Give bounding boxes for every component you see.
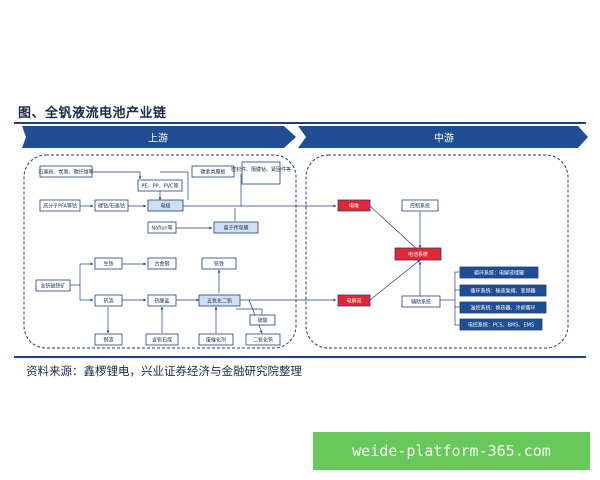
svg-text:电池系统: 电池系统	[408, 251, 428, 258]
svg-text:碳钻/石墨钴: 碳钻/石墨钴	[98, 203, 125, 210]
svg-text:含钒磁铁矿: 含钒磁铁矿	[40, 283, 65, 290]
svg-text:电极: 电极	[160, 203, 170, 210]
svg-text:石墨粉、炭黑、碳纤维等: 石墨粉、炭黑、碳纤维等	[38, 169, 93, 176]
node-battery-system: 电池系统	[394, 247, 442, 261]
svg-text:钒铁: 钒铁	[214, 261, 224, 268]
svg-text:五氧化二钒: 五氧化二钒	[207, 298, 232, 305]
svg-text:离子传导膜: 离子传导膜	[223, 225, 248, 232]
midstream-label: 中游	[434, 132, 454, 145]
svg-text:碳素类膜板: 碳素类膜板	[200, 169, 225, 176]
svg-text:生铁: 生铁	[103, 261, 113, 268]
node-vanadium-pentoxide: 五氧化二钒	[198, 294, 241, 307]
svg-text:控制系统: 控制系统	[410, 203, 430, 210]
svg-text:电堆: 电堆	[349, 203, 359, 210]
node-ion-membrane: 离子传导膜	[213, 221, 259, 234]
node-stone-coal: 含钒石煤	[145, 333, 179, 346]
midstream-header: 中游	[298, 126, 588, 148]
title-rule	[14, 122, 586, 124]
svg-text:密封件、隔膜钴、紧固件等: 密封件、隔膜钴、紧固件等	[231, 166, 291, 173]
node-steel-slag: 钢渣	[94, 333, 123, 346]
svg-text:温控系统：换热器、冷却循环: 温控系统：换热器、冷却循环	[470, 305, 535, 312]
svg-text:废催化剂: 废催化剂	[206, 337, 226, 344]
node-carbon-plastic: 碳素类膜板	[191, 165, 235, 178]
svg-text:合金钢: 合金钢	[154, 261, 169, 268]
node-stack: 电堆	[337, 199, 371, 212]
connectors	[70, 171, 460, 334]
node-pipe-system: 循环系统：电解液储罐	[459, 266, 539, 279]
node-vanadium-ore: 含钒磁铁矿	[35, 279, 71, 292]
node-vanadium-iron: 钒铁	[201, 257, 237, 270]
svg-text:钒酸盐: 钒酸盐	[154, 298, 169, 305]
node-alloy-steel: 合金钢	[147, 257, 177, 270]
svg-text:钢渣: 钢渣	[103, 337, 113, 344]
node-temp-system: 温控系统：换热器、冷却循环	[459, 301, 547, 314]
node-electrode: 电极	[147, 199, 184, 212]
watermark-banner: weide-platform-365.com	[313, 432, 590, 470]
svg-text:PE、PP、PVC等: PE、PP、PVC等	[141, 183, 178, 190]
node-polymer-pfa: 高分子PFA等钴	[39, 199, 81, 212]
node-other-parts: 密封件、隔膜钴、紧固件等	[231, 161, 291, 185]
source-rule	[14, 356, 586, 358]
svg-text:高分子PFA等钴: 高分子PFA等钴	[43, 203, 77, 210]
node-vanadium-dioxide: 二氧化钒	[245, 333, 281, 346]
upstream-label: 上游	[148, 132, 168, 145]
svg-text:硫酸: 硫酸	[257, 317, 267, 324]
svg-text:循环系统：电解液储罐: 循环系统：电解液储罐	[474, 270, 524, 277]
node-heat-system: 循环系统：输液泵阀、变频器	[459, 284, 547, 297]
svg-text:二氧化钒: 二氧化钒	[253, 337, 273, 344]
svg-text:辅助系统: 辅助系统	[411, 299, 431, 306]
svg-text:电控系统：PCS、BMS、EMS: 电控系统：PCS、BMS、EMS	[468, 322, 534, 329]
node-vanadium-salt: 钒酸盐	[147, 294, 177, 307]
midstream-region	[305, 154, 569, 349]
svg-text:含钒石煤: 含钒石煤	[152, 337, 172, 344]
svg-text:循环系统：输液泵阀、变频器: 循环系统：输液泵阀、变频器	[470, 288, 535, 295]
node-bms-system: 电控系统：PCS、BMS、EMS	[459, 318, 543, 331]
node-sulfuric-acid: 硫酸	[249, 314, 276, 326]
node-pe-pp-pvc: PE、PP、PVC等	[137, 179, 183, 192]
figure-title: 图、全钒液流电池产业链	[18, 106, 167, 121]
source-note: 资料来源：鑫椤锂电，兴业证券经济与金融研究院整理	[26, 364, 302, 378]
node-electrolyte: 电解液	[337, 294, 371, 307]
svg-text:钒渣: 钒渣	[103, 298, 113, 305]
node-vanadium-slag: 钒渣	[94, 294, 123, 307]
node-graphite-felt: 石墨粉、炭黑、碳纤维等	[38, 165, 94, 178]
node-iron: 生铁	[94, 257, 123, 270]
node-control-system: 控制系统	[401, 199, 439, 212]
upstream-header: 上游	[22, 126, 296, 148]
node-nafion: Nafion等	[147, 221, 177, 234]
upstream-region	[23, 154, 297, 349]
node-carbon-graphite: 碳钻/石墨钴	[94, 199, 129, 212]
svg-text:Nafion等: Nafion等	[151, 225, 172, 232]
node-support-system: 辅助系统	[401, 295, 441, 308]
node-spent-catalyst: 废催化剂	[198, 333, 234, 346]
svg-text:电解液: 电解液	[346, 298, 361, 305]
